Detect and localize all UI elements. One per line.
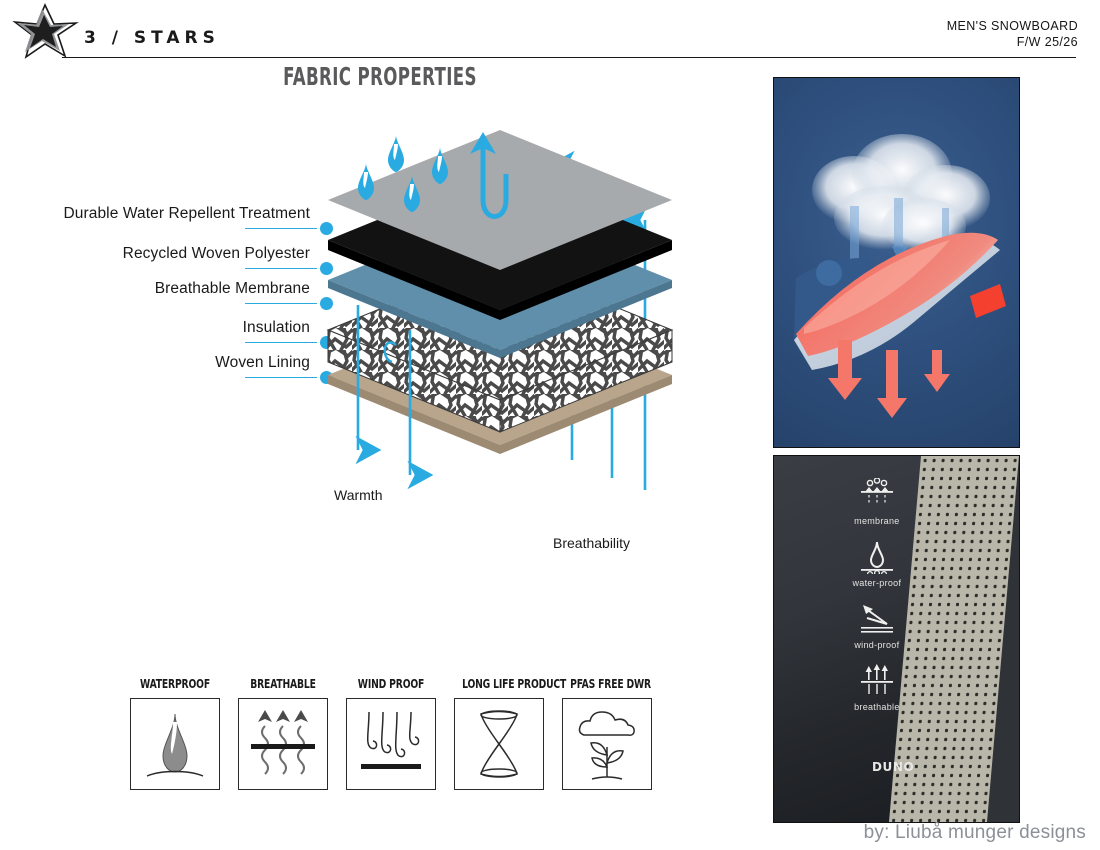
leader-line-insulation	[245, 342, 317, 343]
breathable-icon	[860, 663, 893, 694]
layer-label-breathable-membrane: Breathable Membrane	[154, 280, 310, 297]
vapor-arrows-icon	[251, 710, 315, 775]
layer-label-dwr-treatment: Durable Water Repellent Treatment	[63, 205, 310, 222]
membrane-render-image	[773, 77, 1020, 448]
feature-waterproof[interactable]: WATERPROOF	[130, 676, 220, 790]
photo-printed-labels: membrane water-proof wind-proof	[825, 477, 928, 712]
leader-line-lining	[245, 377, 317, 378]
printed-label-membrane: membrane	[853, 477, 901, 526]
printed-label-text-wind-proof: wind-proof	[854, 639, 900, 650]
feature-box-long-life-product	[454, 698, 544, 790]
printed-label-wind-proof: wind-proof	[853, 602, 901, 650]
photo-brand-name: DUNO	[872, 760, 915, 775]
water-repel-arrow-icon	[480, 148, 509, 219]
waterproof-icon	[860, 541, 893, 574]
feature-breathable[interactable]: BREATHABLE	[238, 676, 328, 790]
printed-label-text-water-proof: water-proof	[852, 577, 902, 588]
leader-line-membrane	[245, 303, 317, 304]
hourglass-icon	[480, 710, 518, 778]
footer-credit: by: Liubå munger designs	[863, 822, 1086, 843]
feature-title-breathable: BREATHABLE	[250, 676, 316, 691]
star-icon	[12, 3, 79, 59]
feature-title-wind-proof: WIND PROOF	[357, 676, 425, 691]
layer-label-woven-lining: Woven Lining	[215, 354, 310, 371]
membrane-icon	[860, 477, 893, 504]
leader-dot-polyester	[320, 262, 333, 275]
header-divider	[62, 57, 1076, 58]
brand-name: 3 / STARS	[84, 28, 220, 48]
feature-box-wind-proof	[346, 698, 436, 790]
feature-title-pfas-free-dwr: PFAS FREE DWR	[570, 676, 651, 691]
feature-box-pfas-free-dwr	[562, 698, 652, 790]
flow-label-breathability: Breathability	[553, 535, 631, 551]
header-meta: MEN'S SNOWBOARD F/W 25/26	[947, 18, 1078, 50]
fabric-corner-tab	[970, 284, 1006, 318]
vapor-down-arrows	[828, 340, 950, 418]
feature-box-breathable	[238, 698, 328, 790]
feature-wind-proof[interactable]: WIND PROOF	[346, 676, 436, 790]
feature-icon-row: WATERPROOF BREATHABLE	[130, 676, 652, 790]
flow-label-warmth: Warmth	[334, 487, 383, 503]
fabric-membrane-sheet	[796, 232, 998, 356]
fabric-detail-photo: membrane water-proof wind-proof	[773, 455, 1020, 823]
printed-label-water-proof: water-proof	[852, 540, 901, 588]
page-title: FABRIC PROPERTIES	[283, 62, 477, 91]
leader-line-polyester	[245, 268, 317, 269]
season-code: F/W 25/26	[1016, 35, 1078, 49]
feature-box-waterproof	[130, 698, 220, 790]
leader-dot-dwr	[320, 222, 333, 235]
page-header: 3 / STARS MEN'S SNOWBOARD F/W 25/26	[0, 0, 1100, 60]
leader-line-dwr	[245, 228, 317, 229]
water-droplet-icon	[146, 713, 204, 777]
windproof-icon	[860, 604, 893, 633]
product-category: MEN'S SNOWBOARD	[946, 19, 1078, 33]
printed-label-breathable: breathable	[853, 663, 901, 712]
stack-layer-dwr-treatment	[328, 130, 672, 270]
cloud-plant-icon	[578, 711, 635, 780]
fabric-layer-stack-diagram	[300, 130, 700, 490]
wind-deflect-icon	[361, 711, 421, 769]
repel-arrow-head-icon	[470, 132, 496, 154]
layer-label-recycled-woven-polyester: Recycled Woven Polyester	[122, 245, 310, 262]
feature-long-life-product[interactable]: LONG LIFE PRODUCT	[454, 676, 567, 790]
water-droplets-icon	[358, 135, 448, 212]
feature-pfas-free-dwr[interactable]: PFAS FREE DWR	[562, 676, 652, 790]
leader-dot-membrane	[320, 297, 333, 310]
feature-title-long-life-product: LONG LIFE PRODUCT	[462, 676, 567, 691]
printed-label-text-membrane: membrane	[854, 515, 900, 526]
layer-label-insulation: Insulation	[242, 319, 310, 336]
warmth-curl-icon	[383, 341, 397, 364]
printed-label-text-breathable: breathable	[854, 701, 900, 712]
feature-title-waterproof: WATERPROOF	[140, 676, 210, 691]
